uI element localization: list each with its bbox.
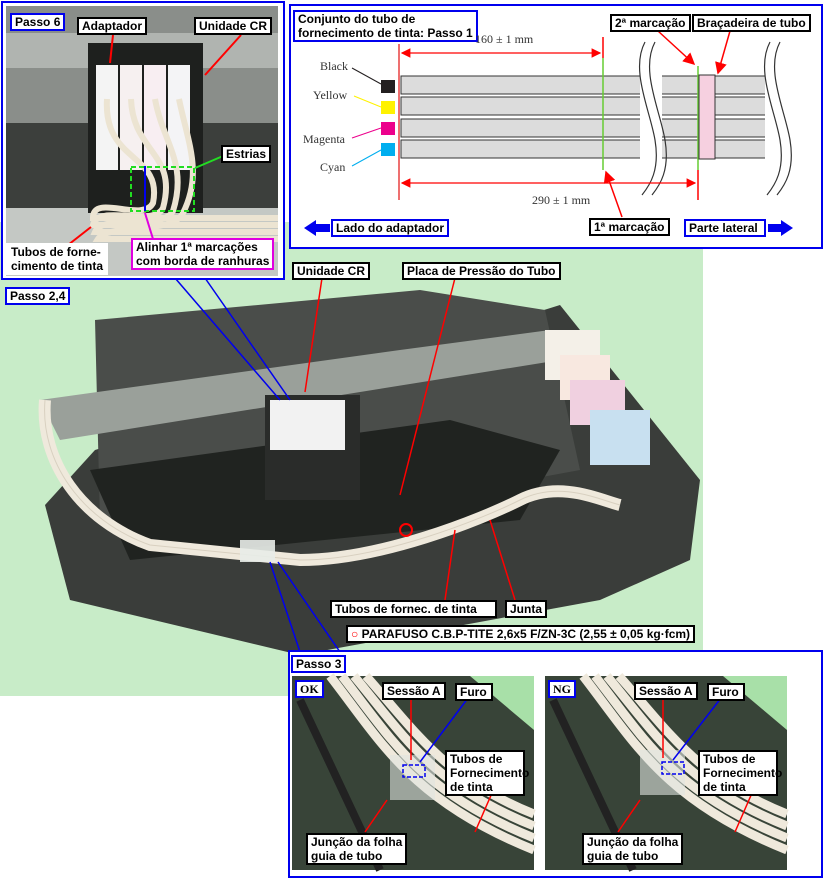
ok-section-label: Sessão A (382, 682, 446, 700)
ok-tubes-line3: de tinta (450, 780, 493, 794)
adapter-side-label: Lado do adaptador (331, 219, 449, 237)
swatch-yellow (381, 101, 395, 114)
step6-ridges-label: Estrias (221, 145, 272, 163)
step24-cr-unit-label: Unidade CR (292, 262, 371, 280)
step24-pressure-plate-label: Placa de Pressão do Tubo (402, 262, 561, 280)
step6-align-line1: Alinhar 1ª marcações (136, 240, 258, 254)
screw-circle-icon: ○ (351, 627, 362, 641)
step24-title: Passo 2,4 (5, 287, 71, 305)
ok-joint-line2: guia de tubo (311, 849, 383, 863)
ink-label-cyan: Cyan (320, 160, 346, 174)
ok-badge: OK (295, 680, 324, 698)
mark1-label: 1ª marcação (589, 218, 670, 236)
ng-tubes-line1: Tubos de (703, 752, 756, 766)
ok-joint-line1: Junção da folha (311, 835, 403, 849)
adapter (270, 400, 345, 450)
step6-adapter-label: Adaptador (77, 17, 147, 35)
ink-label-yellow: Yellow (313, 88, 348, 102)
tube-diagram (304, 30, 793, 236)
ng-joint-label: Junção da folha guia de tubo (582, 833, 684, 865)
step6-align-label: Alinhar 1ª marcações com borda de ranhur… (131, 238, 275, 270)
ink-tank (590, 410, 650, 465)
dim-long: 290 ± 1 mm (532, 193, 591, 207)
ng-tubes-label: Tubos de Fornecimento de tinta (698, 750, 783, 796)
step1-title-line2: fornecimento de tinta: Passo 1 (298, 26, 473, 40)
ng-tubes-line2: Fornecimento (703, 766, 783, 780)
ng-hole-label: Furo (707, 683, 745, 701)
ink-label-black: Black (320, 59, 348, 73)
ng-joint-line1: Junção da folha (587, 835, 679, 849)
step1-title-line1: Conjunto do tubo de (298, 12, 416, 26)
step3-title: Passo 3 (291, 655, 347, 673)
swatch-black (381, 80, 395, 93)
ok-joint-label: Junção da folha guia de tubo (306, 833, 408, 865)
step6-cr-unit-label: Unidade CR (194, 17, 273, 35)
step1-title: Conjunto do tubo de fornecimento de tint… (293, 10, 478, 42)
swatch-magenta (381, 122, 395, 135)
mark2-label: 2ª marcação (610, 14, 691, 32)
screw-marker (399, 523, 413, 537)
tube-clamp (698, 74, 716, 160)
screw-spec: PARAFUSO C.B.P-TITE 2,6x5 F/ZN-3C (2,55 … (361, 627, 691, 641)
step6-tubes-line1: Tubos de forne- (11, 245, 101, 259)
arrow-left-icon (304, 220, 330, 236)
ok-tubes-label: Tubos de Fornecimento de tinta (445, 750, 530, 796)
ng-tubes-line3: de tinta (703, 780, 746, 794)
step24-joint-label: Junta (505, 600, 548, 618)
ng-joint-line2: guia de tubo (587, 849, 659, 863)
step6-tubes-line2: cimento de tinta (11, 259, 104, 273)
ng-section-label: Sessão A (634, 682, 698, 700)
step6-align-line2: com borda de ranhuras (136, 254, 270, 268)
ok-hole-label: Furo (455, 683, 493, 701)
ok-tubes-line1: Tubos de (450, 752, 503, 766)
step6-tubes-label: Tubos de forne- cimento de tinta (6, 243, 109, 275)
step24-screw-label: ○ PARAFUSO C.B.P-TITE 2,6x5 F/ZN-3C (2,5… (346, 625, 696, 643)
step6-title: Passo 6 (10, 13, 66, 31)
lateral-side-label: Parte lateral (684, 219, 766, 237)
arrow-right-icon (768, 220, 793, 236)
swatch-cyan (381, 143, 395, 156)
ng-badge: NG (548, 680, 576, 698)
printer-rail (40, 330, 560, 440)
ok-tubes-line2: Fornecimento (450, 766, 530, 780)
tube-guide (240, 540, 275, 562)
ink-label-magenta: Magenta (303, 132, 345, 146)
dim-short: 160 ± 1 mm (475, 32, 534, 46)
step24-tubes-label: Tubos de fornec. de tinta (330, 600, 497, 618)
clamp-label: Braçadeira de tubo (692, 14, 811, 32)
